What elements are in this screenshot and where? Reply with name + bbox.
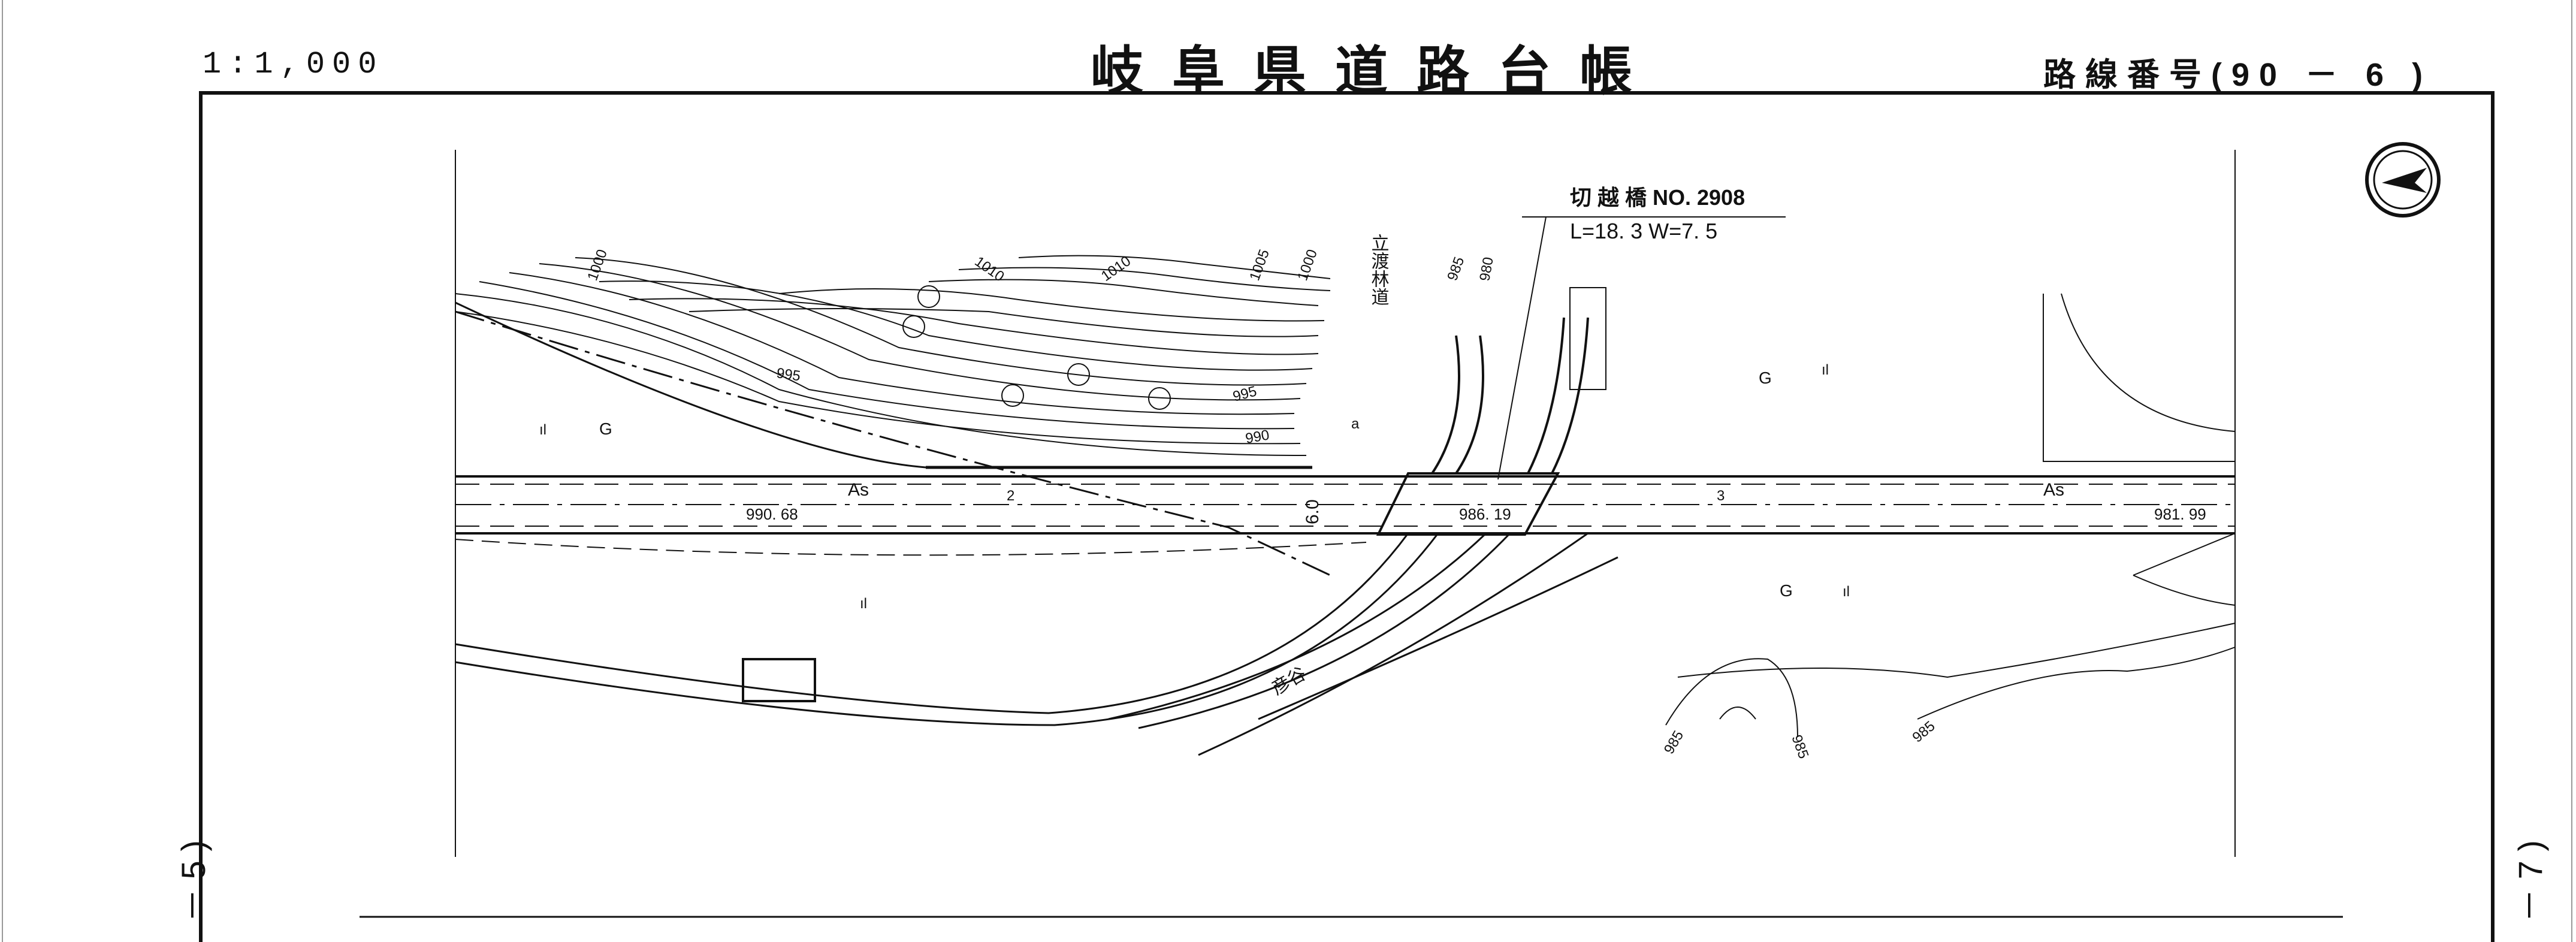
property-line [455, 310, 1331, 576]
contour-label: 985 [1444, 255, 1467, 283]
river-bank [1198, 532, 1618, 756]
surface-label-right: As [2043, 480, 2064, 500]
surface-label-left: As [848, 480, 869, 500]
landuse-field: ıl [1822, 362, 1829, 378]
lower-road-curve [455, 532, 1511, 729]
contour-lines [455, 255, 1331, 456]
landuse-field: ıl [539, 422, 546, 438]
road-width-label: 6.0 [1303, 499, 1322, 524]
lower-boundary-dashed [455, 539, 1367, 556]
contour-label: 985 [1661, 728, 1687, 757]
north-arrow-icon [2365, 142, 2441, 218]
elevation-center: 986. 19 [1459, 505, 1511, 523]
bridge-name: 切 越 橋 NO. 2908 [1570, 185, 1745, 210]
station-2: 2 [1007, 488, 1014, 504]
landuse-a: a [1351, 416, 1360, 432]
contour-label: 985 [1788, 733, 1811, 761]
elevation-right: 981. 99 [2154, 505, 2206, 523]
landuse-G: G [1780, 581, 1793, 600]
contour-label: 985 [1910, 718, 1938, 745]
forest-road-label: 立渡林道 [1369, 234, 1390, 306]
station-3: 3 [1717, 488, 1725, 504]
landuse-field: ıl [1843, 584, 1850, 600]
tree-symbols [902, 285, 1171, 410]
contour-label: 1000 [584, 247, 611, 283]
landuse-G: G [599, 419, 612, 438]
route-number: 路線番号(90 － 6 ) [2043, 57, 2433, 93]
landuse-G: G [1759, 369, 1772, 387]
bridge-dimensions: L=18. 3 W=7. 5 [1570, 219, 1717, 243]
bridge-structure [1376, 216, 1786, 536]
culvert-box [742, 658, 816, 702]
map-scale: 1:1,000 [203, 47, 384, 82]
contour-label: 980 [1476, 256, 1497, 282]
elevation-left: 990. 68 [746, 505, 798, 523]
contour-label: 995 [775, 365, 801, 384]
upper-slope-edge [455, 301, 926, 469]
contour-label: 1010 [1098, 253, 1134, 285]
map-frame [199, 91, 2495, 942]
lower-contours [1665, 533, 2236, 738]
upper-right-boundary [2043, 293, 2236, 462]
contour-label: 1005 [1246, 247, 1273, 283]
contour-label: 995 [1231, 383, 1259, 404]
landuse-field: ıl [860, 596, 867, 612]
